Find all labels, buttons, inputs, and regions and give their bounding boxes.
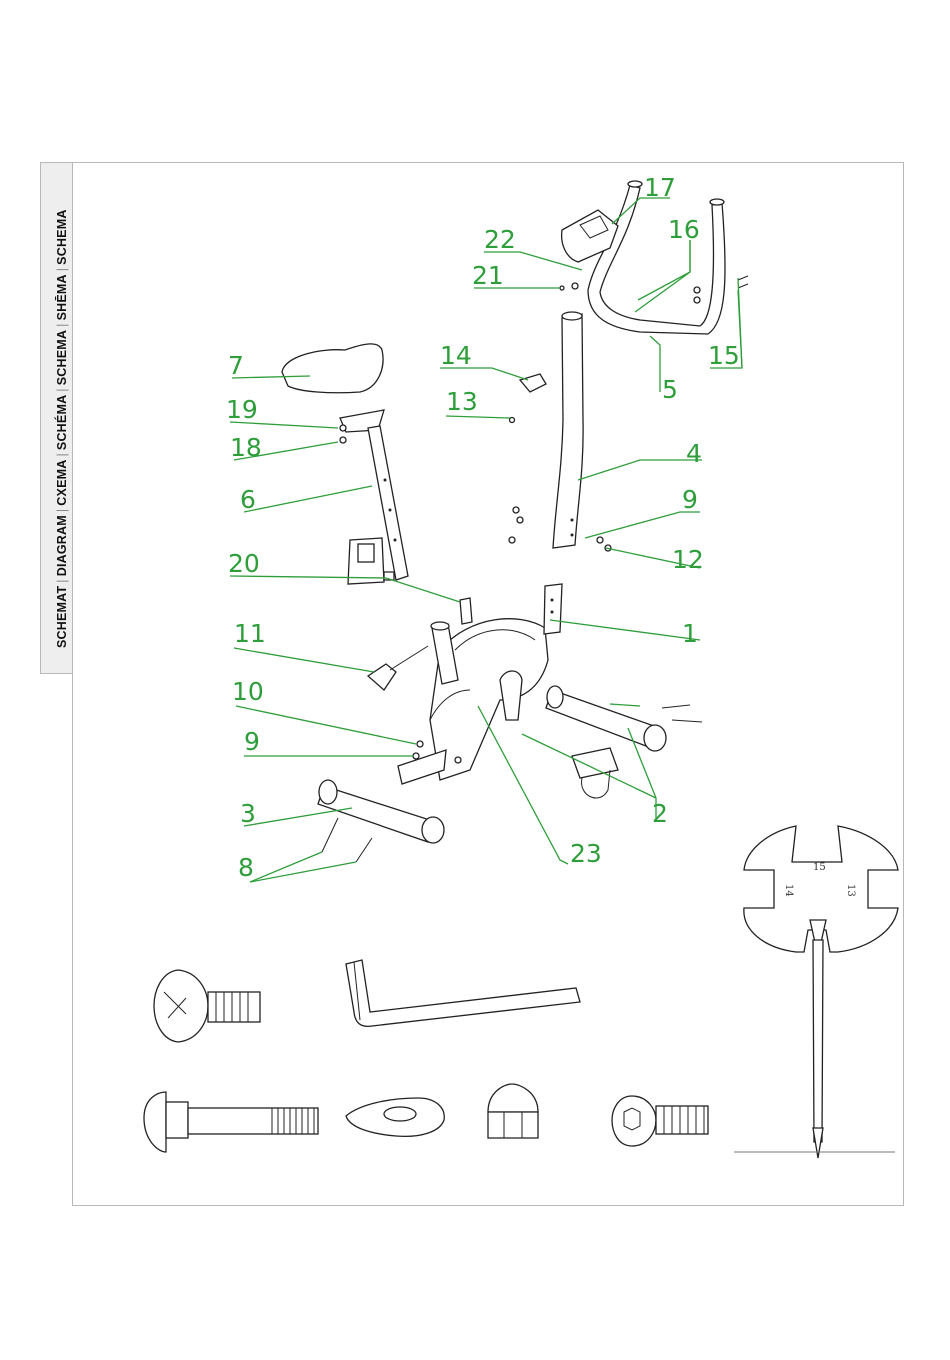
rear-stabilizer bbox=[546, 686, 666, 751]
callout-8: 8 bbox=[238, 853, 254, 882]
callout-14: 14 bbox=[440, 341, 472, 370]
callout-19: 19 bbox=[226, 395, 258, 424]
callout-9-lower: 9 bbox=[244, 727, 260, 756]
front-upright-stub bbox=[544, 584, 562, 634]
callout-9-upper: 9 bbox=[682, 485, 698, 514]
callout-15: 15 bbox=[708, 341, 740, 370]
pedal bbox=[572, 748, 618, 798]
callout-13: 13 bbox=[446, 387, 478, 416]
curved-washer bbox=[346, 1098, 444, 1136]
callout-5: 5 bbox=[662, 375, 678, 404]
callout-2: 2 bbox=[652, 799, 668, 828]
callout-6: 6 bbox=[240, 485, 256, 514]
acorn-nut bbox=[488, 1084, 538, 1138]
tension-knob bbox=[368, 646, 428, 690]
callout-leaders bbox=[230, 198, 742, 882]
callout-16: 16 bbox=[668, 215, 700, 244]
callout-12: 12 bbox=[672, 545, 704, 574]
callout-22: 22 bbox=[484, 225, 516, 254]
callout-10: 10 bbox=[232, 677, 264, 706]
callout-3: 3 bbox=[240, 799, 256, 828]
wrench-size-15: 15 bbox=[813, 862, 826, 873]
saddle bbox=[282, 344, 383, 393]
callout-7: 7 bbox=[228, 351, 244, 380]
callout-23: 23 bbox=[570, 839, 602, 868]
multi-wrench-tool: 15 14 13 bbox=[734, 826, 898, 1158]
hex-socket-bolt bbox=[612, 1096, 708, 1146]
callout-18: 18 bbox=[230, 433, 262, 462]
phillips-bolt bbox=[154, 970, 260, 1042]
handlebar-post bbox=[553, 312, 583, 548]
callout-11: 11 bbox=[234, 619, 266, 648]
callout-1: 1 bbox=[682, 619, 698, 648]
front-stabilizer bbox=[318, 750, 446, 843]
carriage-bolt bbox=[144, 1092, 318, 1152]
callout-4: 4 bbox=[686, 439, 702, 468]
callout-21: 21 bbox=[472, 261, 504, 290]
handlebar bbox=[588, 181, 725, 334]
callout-17: 17 bbox=[644, 173, 676, 202]
callout-20: 20 bbox=[228, 549, 260, 578]
allen-key bbox=[346, 960, 580, 1026]
wrench-size-14: 14 bbox=[783, 884, 794, 897]
wrench-size-13: 13 bbox=[845, 884, 856, 897]
